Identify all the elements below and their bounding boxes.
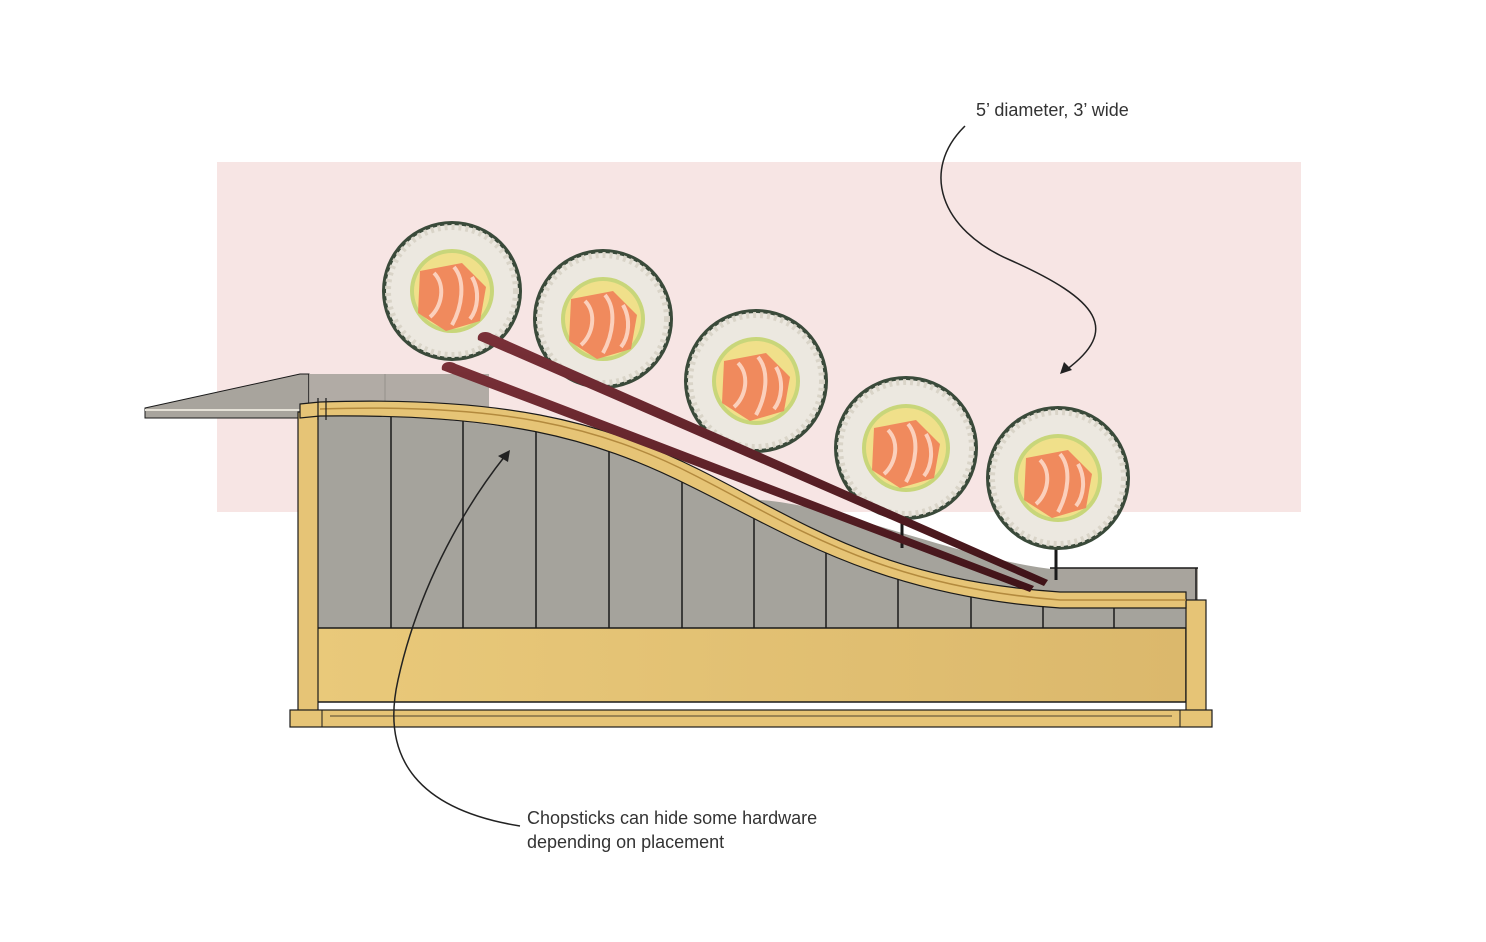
roll-size-annotation: 5’ diameter, 3’ wide (976, 98, 1129, 122)
sushi-roll-icon (986, 406, 1130, 550)
chopsticks-annotation-line-2: depending on placement (527, 830, 817, 854)
chopsticks-annotation-line-1: Chopsticks can hide some hardware (527, 806, 817, 830)
chopsticks-annotation: Chopsticks can hide some hardware depend… (527, 806, 817, 854)
